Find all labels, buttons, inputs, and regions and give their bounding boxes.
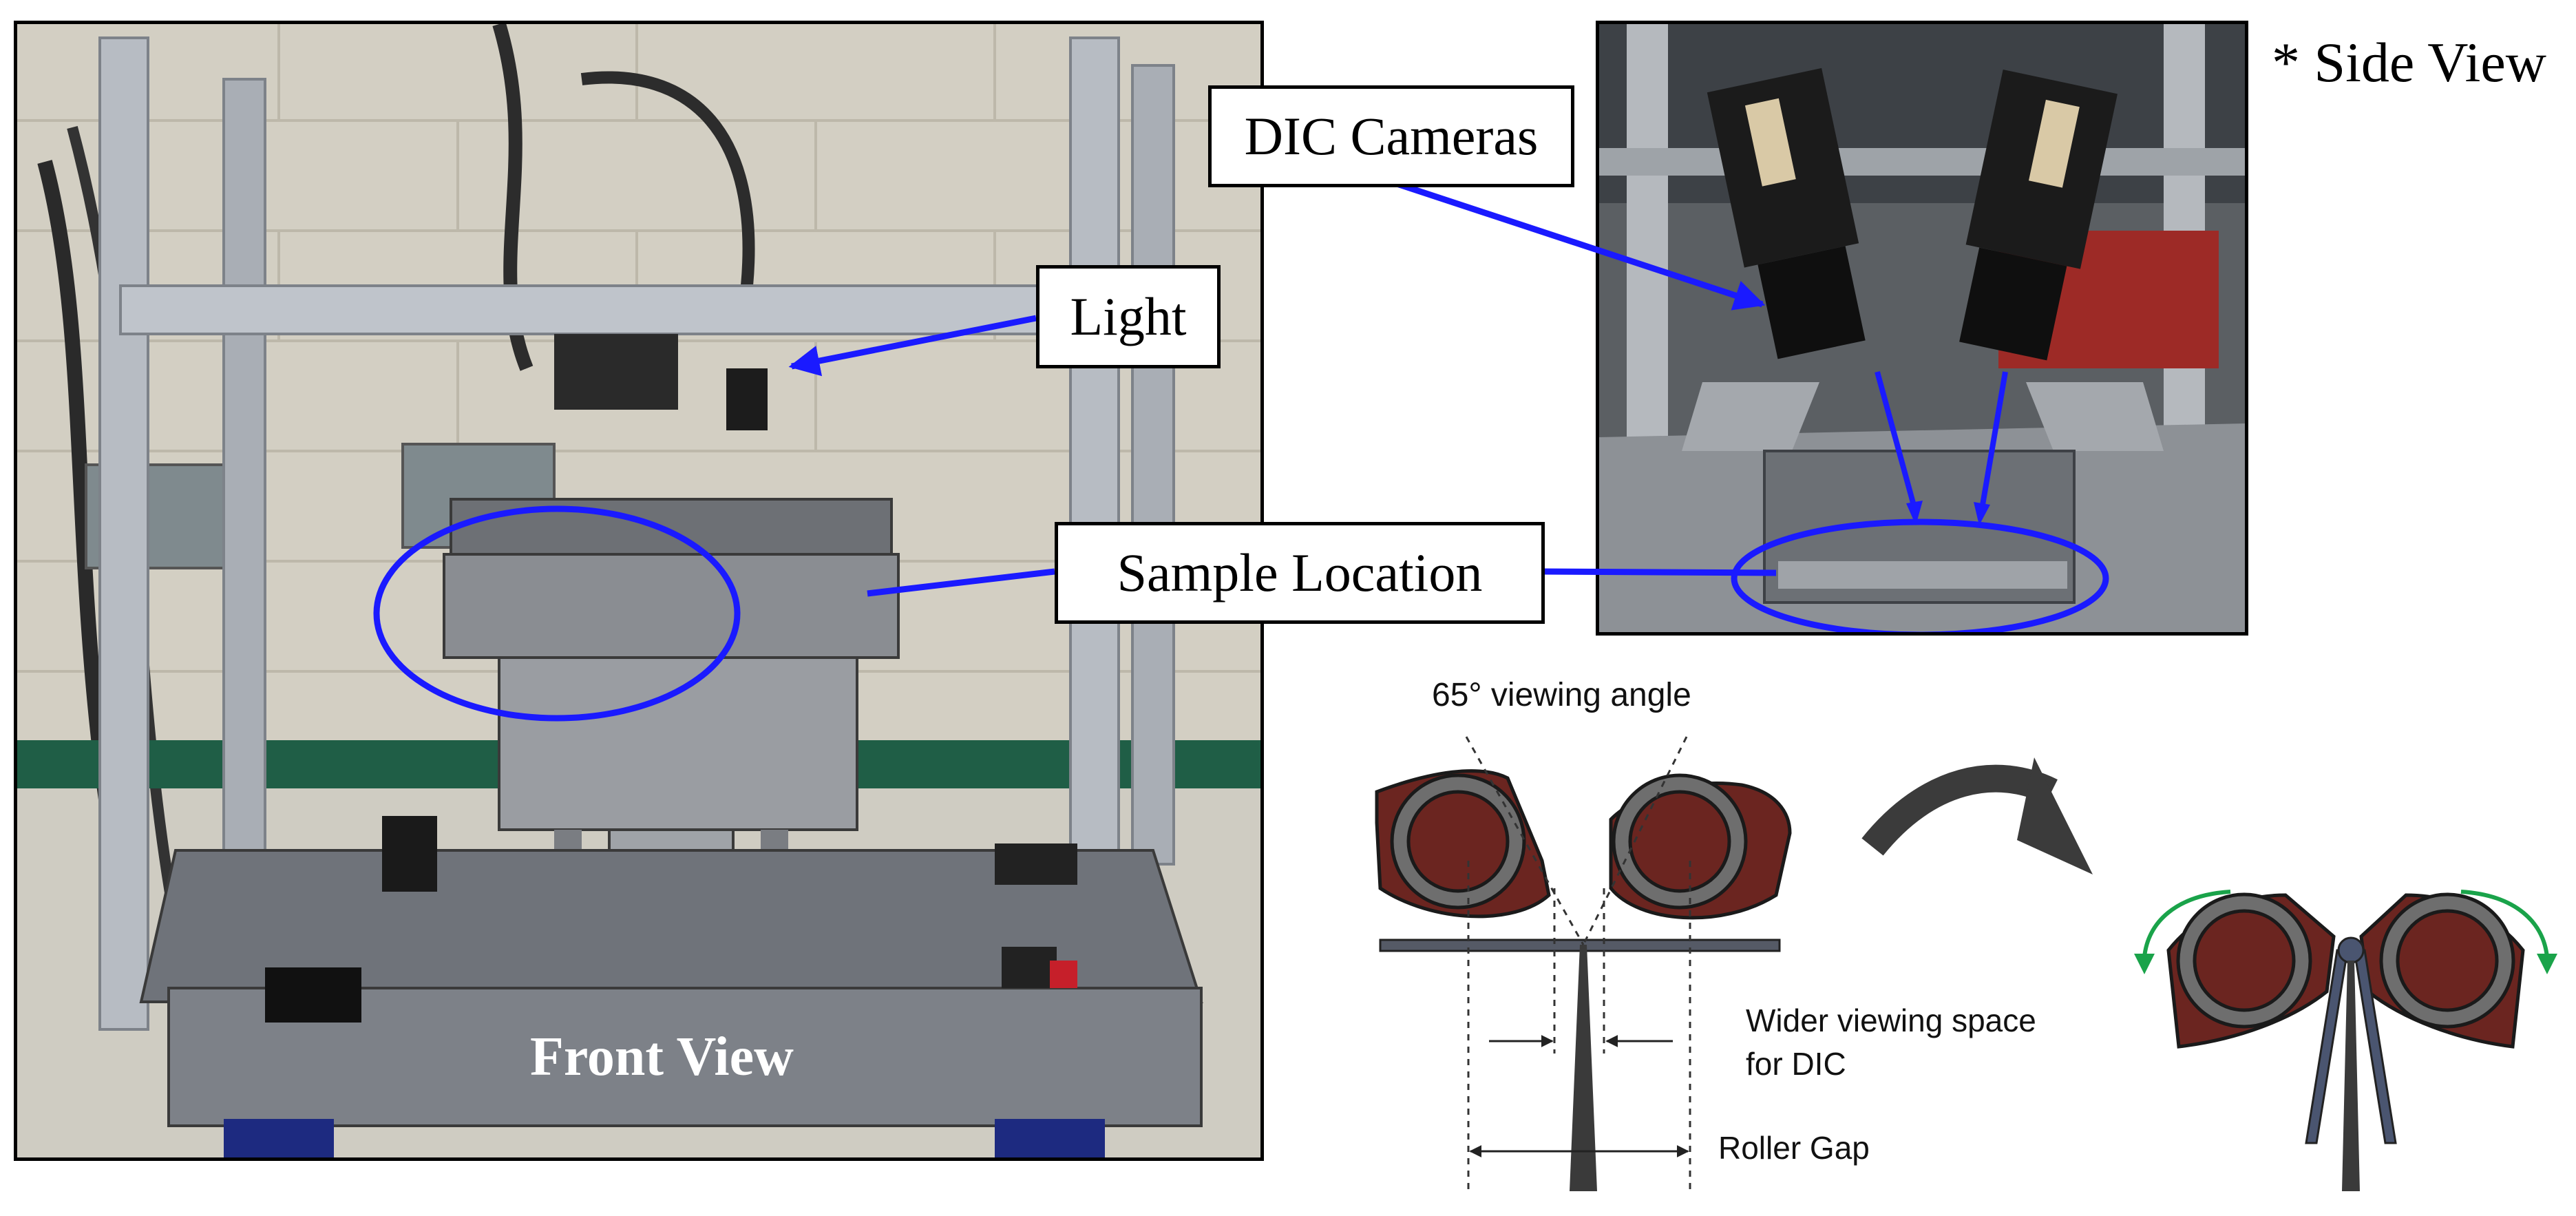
wider-space-label-line2: for DIC: [1746, 1046, 1846, 1082]
side-view-note: * Side View: [2272, 31, 2546, 94]
side-sample-location-highlight: [1731, 518, 2109, 632]
sample-location-highlight: [373, 505, 741, 722]
front-view-caption: Front View: [530, 1027, 794, 1087]
sample-location-callout: Sample Location: [1055, 522, 1545, 624]
front-view-photo: [14, 21, 1264, 1161]
dic-cameras-arrow: [1377, 174, 1766, 311]
left-roller: [1406, 790, 1510, 893]
wider-space-label-line1: Wider viewing space: [1746, 1003, 2036, 1038]
rotated-punch: [2342, 961, 2360, 1191]
roller-gap-label: Roller Gap: [1718, 1130, 1870, 1166]
right-roller: [1628, 790, 1731, 893]
light-callout: Light: [1036, 265, 1221, 368]
front-view-illustration: [17, 24, 1260, 1157]
sample-location-line-side: [1543, 568, 1777, 576]
sample-location-line-front: [867, 568, 1055, 597]
light-arrow: [788, 315, 1037, 377]
viewing-angle-label: 65° viewing angle: [1432, 677, 1691, 713]
punch: [1570, 945, 1597, 1191]
rotated-left-roller: [2193, 909, 2296, 1012]
side-view-photo: [1596, 21, 2248, 636]
side-view-illustration: [1599, 24, 2245, 632]
rotated-right-roller: [2396, 909, 2499, 1012]
dic-cameras-callout: DIC Cameras: [1208, 85, 1574, 187]
